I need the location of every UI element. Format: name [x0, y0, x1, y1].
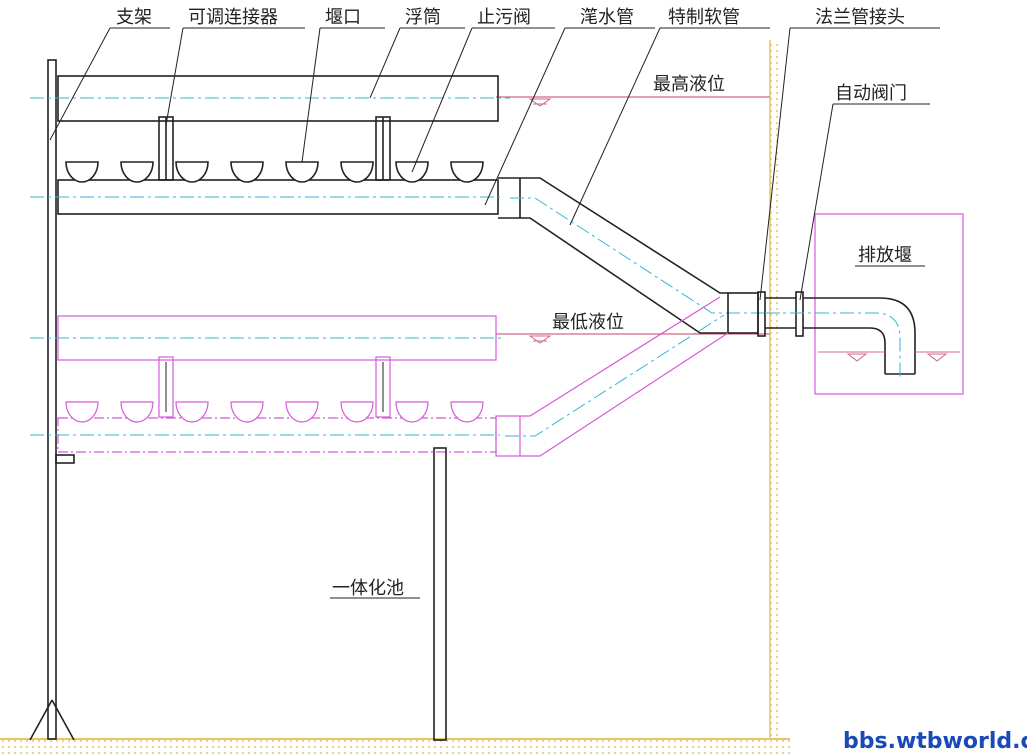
weirs-high	[65, 161, 484, 183]
label-low-level: 最低液位	[552, 312, 624, 333]
label-discharge-weir: 排放堰	[858, 245, 912, 266]
label-tank: 一体化池	[332, 578, 404, 599]
special-hose-high	[498, 177, 728, 334]
leader-lines	[49, 27, 834, 301]
ground-hatch	[0, 739, 790, 756]
label-weir-mouth: 堰口	[325, 7, 361, 28]
label-scum-valve: 止污阀	[477, 7, 531, 28]
discharge-weir-box	[814, 213, 964, 395]
low-position-assembly	[30, 296, 729, 457]
special-hose-low	[495, 296, 729, 457]
weirs-low	[65, 401, 484, 423]
center-post	[433, 447, 447, 741]
wall-hatch	[770, 40, 782, 740]
connectors-low-bolts	[165, 362, 384, 412]
discharge-center-line	[765, 312, 901, 378]
weir-level-markers	[818, 351, 960, 362]
label-decant-pipe: 滗水管	[580, 7, 634, 28]
hose-low-center-line	[505, 314, 725, 437]
label-float: 浮筒	[405, 7, 441, 28]
label-flange-joint: 法兰管接头	[815, 7, 905, 28]
label-bracket: 支架	[116, 7, 152, 28]
high-level-marker	[528, 98, 552, 107]
label-adjustable-connector: 可调连接器	[188, 7, 278, 28]
label-underlines	[110, 27, 940, 599]
hose-center-line	[510, 197, 780, 314]
label-special-hose: 特制软管	[668, 7, 740, 28]
label-auto-valve: 自动阀门	[835, 83, 907, 104]
low-level-marker	[528, 335, 552, 344]
wall-pipe	[727, 291, 804, 337]
discharge-elbow	[803, 297, 916, 375]
support-bracket	[29, 59, 75, 741]
watermark: bbs.wtbworld.com	[843, 729, 1027, 754]
label-high-level: 最高液位	[653, 74, 725, 95]
connectors-low	[158, 356, 391, 418]
